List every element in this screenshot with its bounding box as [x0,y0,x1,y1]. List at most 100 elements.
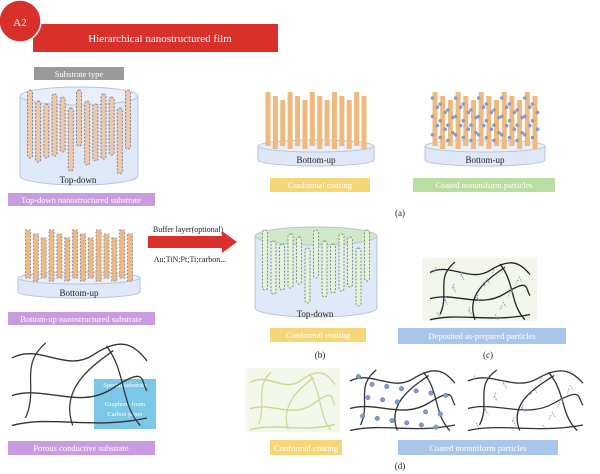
particle [453,133,458,137]
particle [484,119,489,123]
nanopore [108,96,115,156]
nanorod [354,92,360,146]
particle [476,133,481,137]
nanorod [48,229,55,282]
panel-d-left-bg [245,368,340,432]
particle [399,386,404,392]
particle [523,114,527,119]
particle-dash [475,294,479,300]
particle [374,415,380,421]
particle [499,133,504,137]
particle [458,105,463,109]
fiber [69,349,114,426]
particle [499,96,504,100]
particle [535,110,540,115]
particle-dash [520,403,524,410]
nanorod [56,233,63,279]
particle [461,119,466,123]
particle-dash [542,424,547,431]
particle [535,127,540,131]
nanostructure-cylinder [424,92,546,167]
nanorod [302,100,308,149]
particle [438,119,442,123]
panel-d-middle-network [349,369,456,432]
substrate-type-label-bg [34,67,124,80]
particle-dash [511,417,515,423]
nanopore [100,93,107,160]
porous-label: Porous conductive substrate [33,443,129,453]
particle [453,96,458,100]
nanopore [270,240,277,295]
nanopore [27,89,33,159]
box-line-1: Special substrate [103,382,147,389]
particle [389,418,395,424]
nanorod [486,96,492,149]
bottom-up-label: Bottom-up nanostructured substrate [20,314,142,324]
particle-dash [451,283,455,290]
top-down-label: Top-down nanostructured substrate [21,195,141,205]
bottom-up-label-bg [8,312,155,325]
particle [530,135,535,140]
nanorod [25,229,31,279]
particle [474,131,478,135]
particle-dash [557,401,561,408]
nanorod [119,229,126,279]
particle [466,127,471,131]
nanorod [87,237,94,279]
particle-dash [491,269,495,275]
particle-dash [533,387,537,393]
particle [461,102,466,106]
fiber [429,262,531,276]
particle [451,115,455,120]
cylinder-top [257,139,375,153]
particle [515,108,519,112]
fiber [349,370,456,384]
badge-text: A2 [13,17,26,29]
particle [474,115,478,120]
nanorod [331,92,337,149]
panel-d-right-label: Coated nonuniform particles [429,443,526,453]
particle [437,411,443,417]
panel-d-left-label-bg [270,440,342,455]
panel-c-tag: (c) [483,350,493,360]
particle-dash [566,388,570,394]
panel-a-right-label: Coated nonuniform particles [435,180,532,190]
particle [423,409,429,415]
particle [520,115,524,120]
nanorod [32,233,39,282]
particle-dash [502,301,507,308]
fiber [429,313,531,321]
fiber [24,342,47,419]
panel-d-tag: (d) [395,461,406,471]
top-down-cylinder-text: Top-down [60,175,97,185]
particle-dash [512,420,517,426]
particle [512,110,517,115]
particle [443,392,448,398]
panel-d-right-network [467,369,584,432]
nanostructure-cylinder [19,86,139,186]
particle [369,381,375,387]
particle-dash [484,409,489,415]
fiber [11,375,148,399]
particle [458,123,463,128]
fiber [249,372,336,386]
cylinder-group [17,86,546,318]
nanopore [43,103,50,159]
nanorod [324,100,330,146]
particle [481,105,486,109]
nanorod [280,100,286,146]
fiber [467,424,584,432]
particle-dash [433,267,437,273]
fiber [478,369,498,426]
porous-network [11,342,148,427]
particle [433,424,439,430]
panel-a-tag: (a) [395,208,405,218]
particle [481,123,486,128]
nanostructure-cylinder [257,92,375,167]
nanopore [296,236,302,285]
particle-dash [493,392,497,399]
nanorod [295,96,301,146]
particle [489,127,494,131]
particle [418,422,424,428]
fiber [423,371,451,431]
